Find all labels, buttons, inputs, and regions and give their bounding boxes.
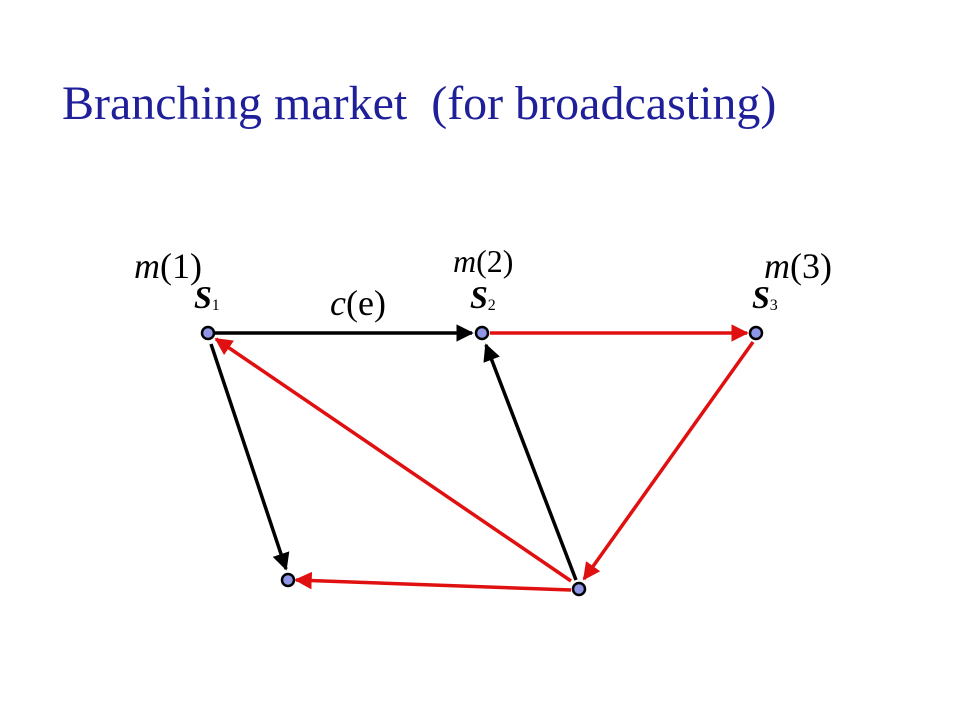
label-s2: S2 (470, 279, 496, 315)
label-edge-cost: c(e) (330, 283, 386, 323)
node-s3 (748, 325, 764, 341)
node-bottom-right (571, 581, 587, 597)
node-s1 (200, 325, 216, 341)
label-s1: S1 (194, 279, 220, 315)
label-s3: S3 (752, 279, 778, 315)
edge-bottom-right-to-s2 (483, 343, 578, 581)
label-m1: m(1) (134, 246, 202, 286)
node-bottom-left (280, 572, 296, 588)
nodes (200, 325, 764, 597)
label-m2: m(2) (453, 243, 513, 279)
slide-title: Branching market (for broadcasting) (62, 77, 777, 130)
edge-bottom-right-to-s1 (214, 337, 572, 583)
edge-s3-to-bottom-right (582, 340, 755, 581)
label-m3: m(3) (764, 246, 832, 286)
edges (209, 324, 755, 592)
node-s2 (474, 325, 490, 341)
edge-bottom-right-to-bottom-left (294, 571, 572, 592)
edge-s1-to-bottom-left (209, 343, 290, 571)
